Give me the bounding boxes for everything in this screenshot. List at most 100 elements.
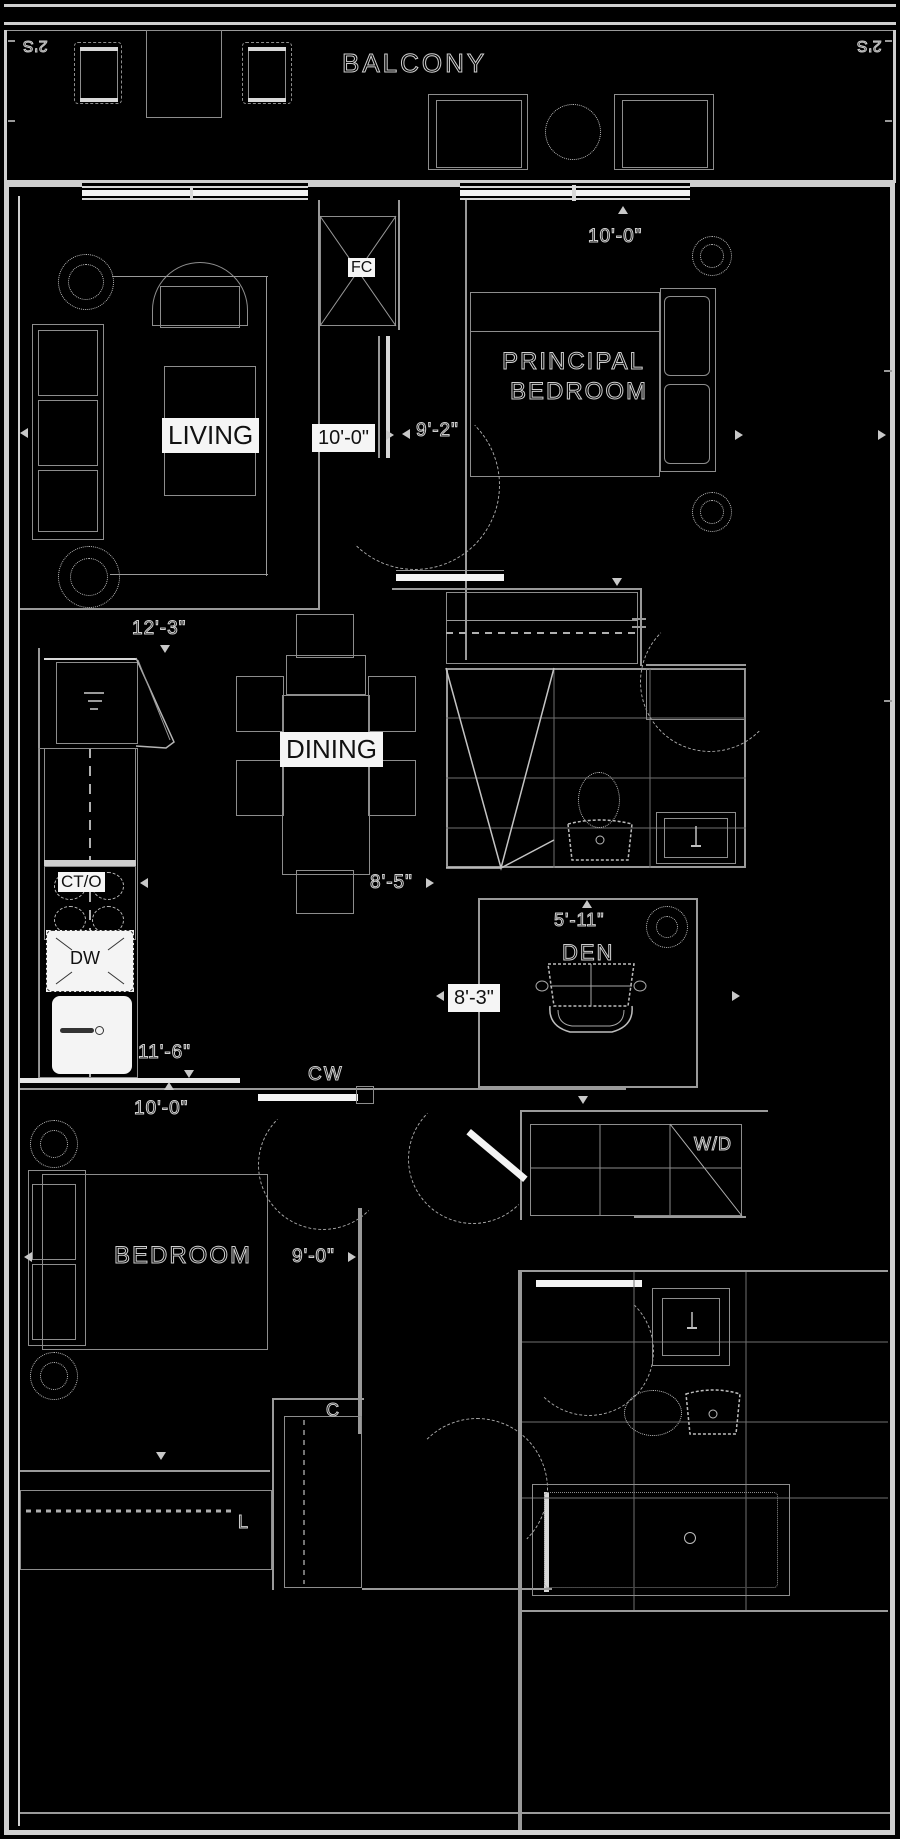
bedroom2-depth-arrow — [348, 1252, 356, 1262]
principal-door-leaf-edge — [378, 336, 380, 458]
balcony-right-tick-b — [885, 120, 892, 122]
principal-bedroom-label-line1: PRINCIPAL — [502, 348, 645, 376]
kitchen-counter-top — [44, 658, 136, 660]
bedroom2-left-marker — [24, 1252, 32, 1262]
ensuite-top-wall — [392, 588, 642, 590]
ensuite-mirror-mark-a — [632, 618, 646, 620]
ensuite-floor-bottom — [446, 866, 746, 868]
den-depth-dim: 8'-3" — [448, 984, 500, 1012]
bedroom2-label: BEDROOM — [113, 1242, 253, 1270]
living-sofa — [32, 324, 104, 540]
principal-right-marker — [735, 430, 743, 440]
living-depth-dim: 12'-3" — [131, 618, 187, 640]
unit-left-wall — [4, 183, 9, 1835]
ensuite-door-leaf — [646, 664, 746, 666]
unit-top-wall-left — [4, 183, 82, 187]
bath-tub-drain — [684, 1532, 696, 1544]
bedroom2-right-wall — [358, 1208, 362, 1434]
kitchen-hood-vent — [135, 657, 175, 749]
balcony-left-tick-b — [8, 120, 15, 122]
laundry-top-wall — [520, 1110, 768, 1112]
dining-table — [286, 655, 366, 695]
balcony-right-wall — [893, 30, 896, 182]
closet-c-top-wall — [272, 1398, 364, 1400]
balcony-chair-right — [242, 42, 292, 104]
unit-bottom-wall — [4, 1830, 895, 1835]
bedroom2-depth-dim: 9'-0" — [292, 1246, 335, 1268]
ensuite-toilet-bowl — [578, 772, 620, 828]
living-depth-arrow — [160, 645, 170, 653]
living-room-label: LIVING — [162, 418, 260, 454]
den-pendant-inner — [656, 916, 678, 938]
principal-depth-dim: 9'-2" — [416, 420, 459, 442]
closet-c-rod — [303, 1420, 305, 1584]
den-width-dim: 5'-11" — [554, 910, 605, 931]
laundry-top-marker — [578, 1096, 588, 1104]
living-sofa-cushion-2 — [38, 400, 98, 466]
kitchen-hood-mark-b — [88, 700, 102, 702]
bath-door-panel — [536, 1280, 642, 1287]
bedroom-width-arrow — [164, 1082, 174, 1090]
fridge-handle — [60, 1028, 94, 1033]
den-pendant — [646, 906, 688, 948]
living-width-dim: 10'-0" — [312, 424, 375, 452]
dining-table-main — [282, 695, 370, 875]
closet-tag: C — [326, 1400, 340, 1421]
living-sidetable-bottom — [58, 546, 120, 608]
balcony-chair-right-front — [248, 98, 286, 102]
fridge-body — [52, 996, 132, 1074]
bath-faucet — [687, 1312, 697, 1329]
bedroom-width-dim: 10'-0" — [133, 1098, 189, 1120]
balcony-slab-marker-right: 2'S — [856, 37, 883, 55]
bedroom2-bottom-wall — [20, 1470, 270, 1472]
principal-door-leaf — [386, 336, 390, 458]
living-window-mullion — [190, 186, 193, 200]
unit-top-wall-mid — [308, 183, 460, 187]
ensuite-door-swing — [640, 612, 780, 752]
den-right-wall — [696, 898, 698, 1088]
dining-chair-top — [296, 614, 354, 658]
living-window-glazing — [82, 190, 308, 196]
bath-door-swing — [524, 1286, 654, 1416]
balcony-slab-marker-left: 2'S — [22, 37, 49, 55]
living-window-frame-bottom — [82, 198, 308, 200]
fridge-hinge — [95, 1026, 104, 1035]
bedroom2-nightstand-top — [32, 1184, 76, 1260]
balcony-chair-left — [74, 42, 122, 104]
kitchen-length-arrow — [184, 1070, 194, 1078]
right-edge-tick-a — [884, 370, 892, 372]
kitchen-cabinet-run-outline — [38, 748, 138, 1078]
balcony-label: BALCONY — [341, 48, 488, 79]
principal-bed-frame — [660, 288, 716, 472]
den-right-marker — [732, 991, 740, 1001]
living-sofa-cushion-1 — [38, 330, 98, 396]
bath-tub-basin — [544, 1492, 778, 1588]
living-sidetable-top — [58, 254, 114, 310]
bath-mirror-inner — [662, 1298, 720, 1356]
living-rug-edge-bottom — [110, 574, 268, 575]
balcony-chair-right-seat — [248, 48, 286, 100]
principal-width-arrow — [618, 206, 628, 214]
living-kitchen-divider — [38, 648, 40, 1078]
principal-depth-arrow — [402, 429, 410, 439]
closet-c-left-wall — [272, 1400, 274, 1590]
living-left-marker — [20, 428, 28, 438]
right-edge-marker-principal — [878, 430, 886, 440]
balcony-lounge-left-inner — [436, 100, 522, 168]
dining-chair-left-1 — [236, 676, 284, 732]
ensuite-mirror-mark-b — [632, 626, 646, 628]
dishwasher-body — [46, 930, 134, 992]
principal-bed-pillows — [470, 292, 660, 332]
dishwasher-tag: DW — [70, 948, 100, 968]
cooktop-oven-tag: CT/O — [58, 872, 105, 893]
principal-door-swing — [330, 400, 500, 570]
bedroom2-lamp-bottom — [30, 1352, 78, 1400]
principal-nightstand-bottom — [664, 384, 710, 464]
principal-closet-wall — [398, 200, 400, 330]
ensuite-toilet-tank — [567, 819, 633, 861]
bedroom2-bed — [42, 1174, 268, 1350]
ensuite-floor-right — [744, 668, 746, 868]
dining-width-dim: 8'-5" — [370, 872, 413, 894]
balcony-chair-left-back — [80, 47, 118, 51]
unit-right-wall — [890, 183, 895, 1835]
